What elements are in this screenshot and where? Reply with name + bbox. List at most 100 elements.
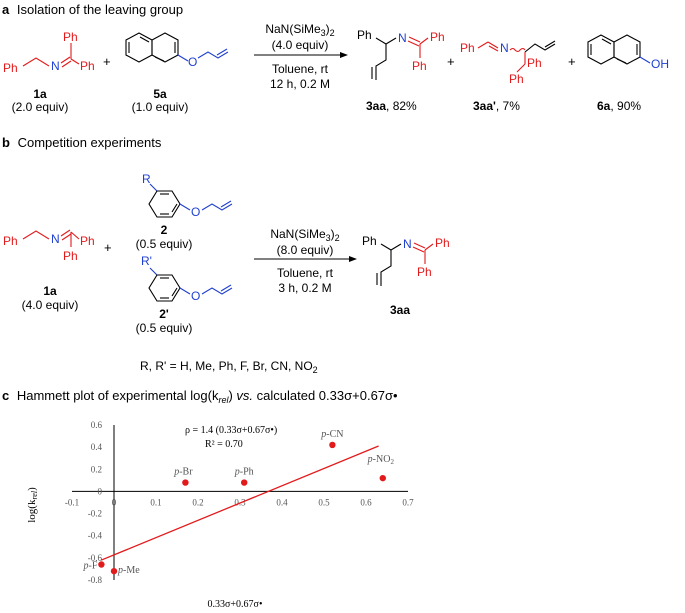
y-tick-label: -0.4 [88,531,103,541]
y-tick-label: 0.6 [91,420,103,430]
chart-axes [72,425,408,580]
substituent-r-prime: R' [141,254,152,268]
svg-text:N: N [398,31,407,45]
data-point [329,441,336,449]
product-3aa-yield: 3aa, 82% [366,99,417,113]
hydroxyl-label: OH [651,57,669,71]
svg-text:Ph: Ph [460,41,475,55]
x-tick-label: 0 [112,497,117,507]
x-tick-label: 0.5 [318,497,330,507]
svg-text:N: N [51,232,60,246]
product-3aa-label-b: 3aa [390,303,410,317]
compound-1a-label: 1a [33,87,47,101]
x-tick-label: -0.1 [65,497,79,507]
solvent-b: Toluene, rt [277,266,334,280]
data-point [110,567,118,575]
point-label: p-NO2 [367,454,395,466]
point-label: p-Br [173,467,193,478]
data-point [98,561,105,568]
product-3aa-structure-b: Ph N Ph Ph [362,234,450,286]
product-3aa-prime-structure: Ph N Ph Ph [460,40,556,86]
point-labels: p-CN p-NO2 p-Br p-Ph p-F p-Me [82,429,394,576]
y-tick-label: 0 [98,486,103,496]
product-3aa-structure: Ph N Ph Ph [357,28,445,80]
data-point [379,474,386,482]
plus-sign-2: + [447,54,455,69]
product-6a-yield: 6a, 90% [597,99,641,113]
svg-text:Ph: Ph [80,59,95,73]
point-label: p-F [82,561,97,572]
substituents-list: R, R' = H, Me, Ph, F, Br, CN, NO2 [140,359,318,375]
compound-5a-label: 5a [153,87,167,101]
fit-line [101,445,379,561]
point-label: p-Me [117,565,140,576]
svg-text:Ph: Ph [527,56,542,70]
oxygen-label-2p: O [191,289,200,303]
oxygen-label-2: O [191,205,200,219]
svg-text:Ph: Ph [63,249,78,263]
svg-text:Ph: Ph [3,234,18,248]
x-tick-label: 0.6 [360,497,372,507]
oxygen-label: O [188,55,197,69]
compound-5a-equiv: (1.0 equiv) [132,100,189,114]
svg-text:Ph: Ph [63,30,78,44]
data-point [182,479,189,486]
svg-text:N: N [500,41,509,55]
compound-1a-equiv: (2.0 equiv) [12,100,69,114]
svg-text:Ph: Ph [80,234,95,248]
point-label: p-Ph [234,467,254,478]
compound-2-label: 2 [161,223,168,237]
compound-5a-structure [125,32,189,63]
svg-text:Ph: Ph [509,72,524,86]
plus-sign: + [103,54,111,69]
compound-2-prime-equiv: (0.5 equiv) [136,321,193,335]
compound-1a-structure: Ph N Ph Ph [3,30,95,75]
compound-2-prime-structure [148,267,233,302]
svg-text:Ph: Ph [435,236,450,250]
y-tick-label: 0.2 [91,464,102,474]
point-label: p-CN [320,429,343,440]
compound-1a-equiv-b: (4.0 equiv) [22,298,79,312]
x-axis-label: 0.33σ+0.67σ• [208,599,263,610]
hammett-plot: -0.100.10.20.30.40.50.60.70.60.40.20-0.2… [26,420,414,610]
svg-text:Ph: Ph [417,265,432,279]
solvent-a: Toluene, rt [272,62,329,76]
product-6a-structure [587,34,651,65]
fit-line-group [101,445,379,561]
y-tick-label: -0.6 [88,553,103,563]
y-axis-label: log(krel) [26,487,39,523]
reagent-b: NaN(SiMe3)2 [270,227,339,243]
svg-text:Ph: Ph [412,59,427,73]
y-tick-label: 0.4 [91,442,103,452]
svg-text:Ph: Ph [3,61,18,75]
substituent-r: R [142,172,151,186]
compound-2-prime-label: 2' [159,307,169,321]
compound-1a-structure-b: Ph N Ph Ph [3,229,95,263]
section-a-heading: a Isolation of the leaving group [2,2,183,17]
chart-ticks: -0.100.10.20.30.40.50.60.70.60.40.20-0.2… [65,420,414,585]
section-c-heading: c Hammett plot of experimental log(krel)… [2,388,398,405]
time-conc-a: 12 h, 0.2 M [270,77,330,91]
x-tick-label: 0.7 [402,497,414,507]
r2-annotation: R² = 0.70 [205,439,243,450]
time-conc-b: 3 h, 0.2 M [278,281,331,295]
y-tick-label: -0.2 [88,509,102,519]
compound-1a-label-b: 1a [43,284,57,298]
plus-sign-b: + [104,240,112,255]
compound-2-equiv: (0.5 equiv) [136,237,193,251]
compound-2-structure [148,183,233,218]
rho-annotation: ρ = 1.4 (0.33σ+0.67σ•) [185,425,277,436]
x-tick-label: 0.1 [150,497,161,507]
svg-text:Ph: Ph [362,234,377,248]
data-point [241,479,248,486]
svg-text:Ph: Ph [430,30,445,44]
y-tick-label: -0.8 [88,575,103,585]
x-tick-label: 0.2 [192,497,203,507]
plus-sign-3: + [568,54,576,69]
section-b-heading: b Competition experiments [2,135,162,150]
svg-text:N: N [51,59,60,73]
svg-text:N: N [403,237,412,251]
x-tick-label: 0.4 [276,497,288,507]
svg-text:Ph: Ph [357,28,372,42]
